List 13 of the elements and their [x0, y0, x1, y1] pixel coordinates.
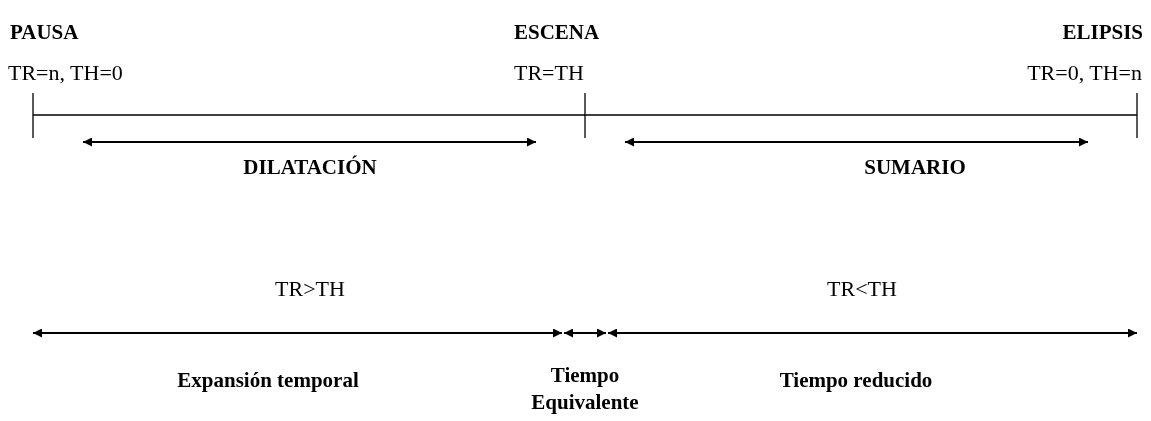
formula-label: TR>TH [275, 276, 345, 302]
range-label: SUMARIO [864, 155, 966, 180]
scale-end-label: PAUSA [10, 20, 79, 45]
formula-label: TR=n, TH=0 [8, 60, 123, 86]
formula-label: TR=TH [514, 60, 584, 86]
formula-label: TR<TH [827, 276, 897, 302]
range-label: Tiempo Equivalente [530, 362, 640, 416]
scale-end-label: ELIPSIS [1062, 20, 1143, 45]
scale-point-label: ESCENA [514, 20, 600, 45]
range-label: DILATACIÓN [243, 155, 377, 180]
range-label: Tiempo reducido [779, 368, 933, 393]
range-label: Expansión temporal [177, 368, 359, 393]
formula-label: TR=0, TH=n [1027, 60, 1142, 86]
